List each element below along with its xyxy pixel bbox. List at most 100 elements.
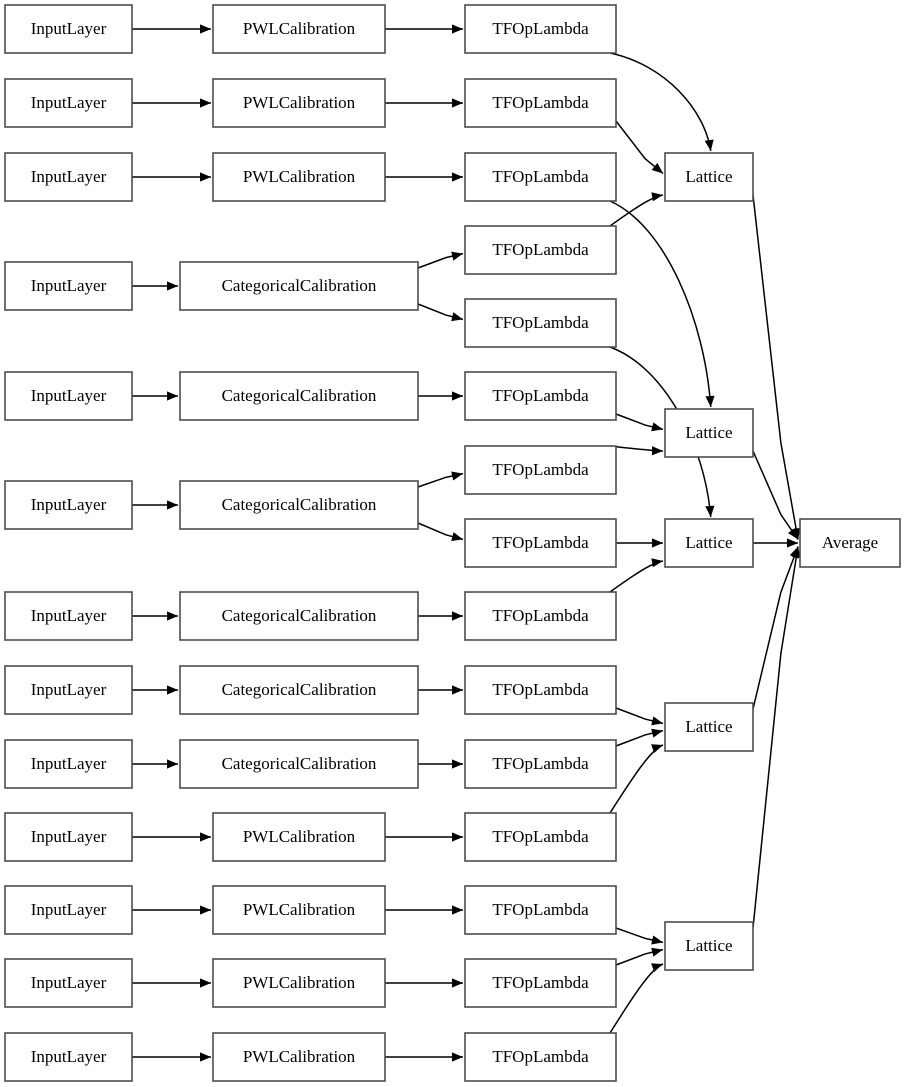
node-in3-input-layer[interactable]: InputLayer (4, 152, 133, 202)
node-box[interactable] (464, 78, 617, 128)
node-cal10-pwlcalibration[interactable]: PWLCalibration (212, 812, 386, 862)
node-in12-input-layer[interactable]: InputLayer (4, 958, 133, 1008)
node-box[interactable] (464, 739, 617, 789)
node-box[interactable] (4, 371, 133, 421)
node-box[interactable] (212, 885, 386, 935)
node-lat2-lattice[interactable]: Lattice (664, 408, 754, 458)
node-lat5-lattice[interactable]: Lattice (664, 921, 754, 971)
node-box[interactable] (179, 739, 419, 789)
node-box[interactable] (212, 78, 386, 128)
node-lat1-lattice[interactable]: Lattice (664, 152, 754, 202)
node-box[interactable] (179, 261, 419, 311)
node-cal11-pwlcalibration[interactable]: PWLCalibration (212, 885, 386, 935)
node-box[interactable] (464, 298, 617, 348)
edge-categorical-calibration-to-tfop-lambda (418, 759, 463, 769)
node-box[interactable] (179, 591, 419, 641)
edge-tfop-lambda-to-lattice (616, 538, 663, 548)
node-lat4-lattice[interactable]: Lattice (664, 702, 754, 752)
node-box[interactable] (464, 4, 617, 54)
node-box[interactable] (4, 665, 133, 715)
node-box[interactable] (4, 885, 133, 935)
node-tf2-tfop-lambda[interactable]: TFOpLambda (464, 78, 617, 128)
node-box[interactable] (4, 1032, 133, 1082)
node-in7-input-layer[interactable]: InputLayer (4, 591, 133, 641)
node-box[interactable] (464, 812, 617, 862)
node-box[interactable] (464, 885, 617, 935)
node-in8-input-layer[interactable]: InputLayer (4, 665, 133, 715)
node-label: InputLayer (31, 167, 107, 186)
node-box[interactable] (464, 445, 617, 495)
node-tf15-tfop-lambda[interactable]: TFOpLambda (464, 1032, 617, 1082)
node-in5-input-layer[interactable]: InputLayer (4, 371, 133, 421)
node-tf9-tfop-lambda[interactable]: TFOpLambda (464, 591, 617, 641)
node-lat3-lattice[interactable]: Lattice (664, 518, 754, 568)
node-box[interactable] (464, 665, 617, 715)
node-box[interactable] (4, 958, 133, 1008)
node-tf4-tfop-lambda[interactable]: TFOpLambda (464, 225, 617, 275)
node-cal7-categorical-calibration[interactable]: CategoricalCalibration (179, 591, 419, 641)
node-box[interactable] (4, 152, 133, 202)
node-box[interactable] (464, 152, 617, 202)
node-tf6-tfop-lambda[interactable]: TFOpLambda (464, 371, 617, 421)
node-cal13-pwlcalibration[interactable]: PWLCalibration (212, 1032, 386, 1082)
node-box[interactable] (464, 958, 617, 1008)
node-box[interactable] (664, 921, 754, 971)
node-box[interactable] (464, 518, 617, 568)
node-in6-input-layer[interactable]: InputLayer (4, 480, 133, 530)
node-box[interactable] (4, 480, 133, 530)
node-cal5-categorical-calibration[interactable]: CategoricalCalibration (179, 371, 419, 421)
node-avg-average[interactable]: Average (799, 518, 901, 568)
node-box[interactable] (464, 591, 617, 641)
node-tf1-tfop-lambda[interactable]: TFOpLambda (464, 4, 617, 54)
node-in2-input-layer[interactable]: InputLayer (4, 78, 133, 128)
node-box[interactable] (464, 371, 617, 421)
node-box[interactable] (179, 665, 419, 715)
node-box[interactable] (664, 408, 754, 458)
edge-layer (132, 24, 801, 1062)
node-tf3-tfop-lambda[interactable]: TFOpLambda (464, 152, 617, 202)
node-cal6-categorical-calibration[interactable]: CategoricalCalibration (179, 480, 419, 530)
node-box[interactable] (212, 4, 386, 54)
node-box[interactable] (4, 591, 133, 641)
node-box[interactable] (179, 371, 419, 421)
node-tf8-tfop-lambda[interactable]: TFOpLambda (464, 518, 617, 568)
node-cal9-categorical-calibration[interactable]: CategoricalCalibration (179, 739, 419, 789)
node-in1-input-layer[interactable]: InputLayer (4, 4, 133, 54)
node-in13-input-layer[interactable]: InputLayer (4, 1032, 133, 1082)
node-box[interactable] (464, 1032, 617, 1082)
node-tf5-tfop-lambda[interactable]: TFOpLambda (464, 298, 617, 348)
node-cal1-pwlcalibration[interactable]: PWLCalibration (212, 4, 386, 54)
node-in9-input-layer[interactable]: InputLayer (4, 739, 133, 789)
node-cal3-pwlcalibration[interactable]: PWLCalibration (212, 152, 386, 202)
node-box[interactable] (212, 812, 386, 862)
node-in4-input-layer[interactable]: InputLayer (4, 261, 133, 311)
node-box[interactable] (464, 225, 617, 275)
node-cal2-pwlcalibration[interactable]: PWLCalibration (212, 78, 386, 128)
node-box[interactable] (179, 480, 419, 530)
node-tf7-tfop-lambda[interactable]: TFOpLambda (464, 445, 617, 495)
node-box[interactable] (4, 261, 133, 311)
node-tf12-tfop-lambda[interactable]: TFOpLambda (464, 812, 617, 862)
node-in10-input-layer[interactable]: InputLayer (4, 812, 133, 862)
node-box[interactable] (4, 4, 133, 54)
node-in11-input-layer[interactable]: InputLayer (4, 885, 133, 935)
node-box[interactable] (212, 1032, 386, 1082)
node-tf11-tfop-lambda[interactable]: TFOpLambda (464, 739, 617, 789)
node-box[interactable] (664, 152, 754, 202)
node-cal8-categorical-calibration[interactable]: CategoricalCalibration (179, 665, 419, 715)
node-box[interactable] (4, 739, 133, 789)
node-box[interactable] (4, 812, 133, 862)
node-tf13-tfop-lambda[interactable]: TFOpLambda (464, 885, 617, 935)
node-box[interactable] (212, 958, 386, 1008)
node-box[interactable] (4, 78, 133, 128)
node-box[interactable] (799, 518, 901, 568)
node-cal4-categorical-calibration[interactable]: CategoricalCalibration (179, 261, 419, 311)
edge-input-layer-to-categorical-calibration (132, 685, 178, 695)
node-label: InputLayer (31, 680, 107, 699)
node-box[interactable] (212, 152, 386, 202)
node-tf10-tfop-lambda[interactable]: TFOpLambda (464, 665, 617, 715)
node-box[interactable] (664, 518, 754, 568)
node-cal12-pwlcalibration[interactable]: PWLCalibration (212, 958, 386, 1008)
node-tf14-tfop-lambda[interactable]: TFOpLambda (464, 958, 617, 1008)
node-box[interactable] (664, 702, 754, 752)
